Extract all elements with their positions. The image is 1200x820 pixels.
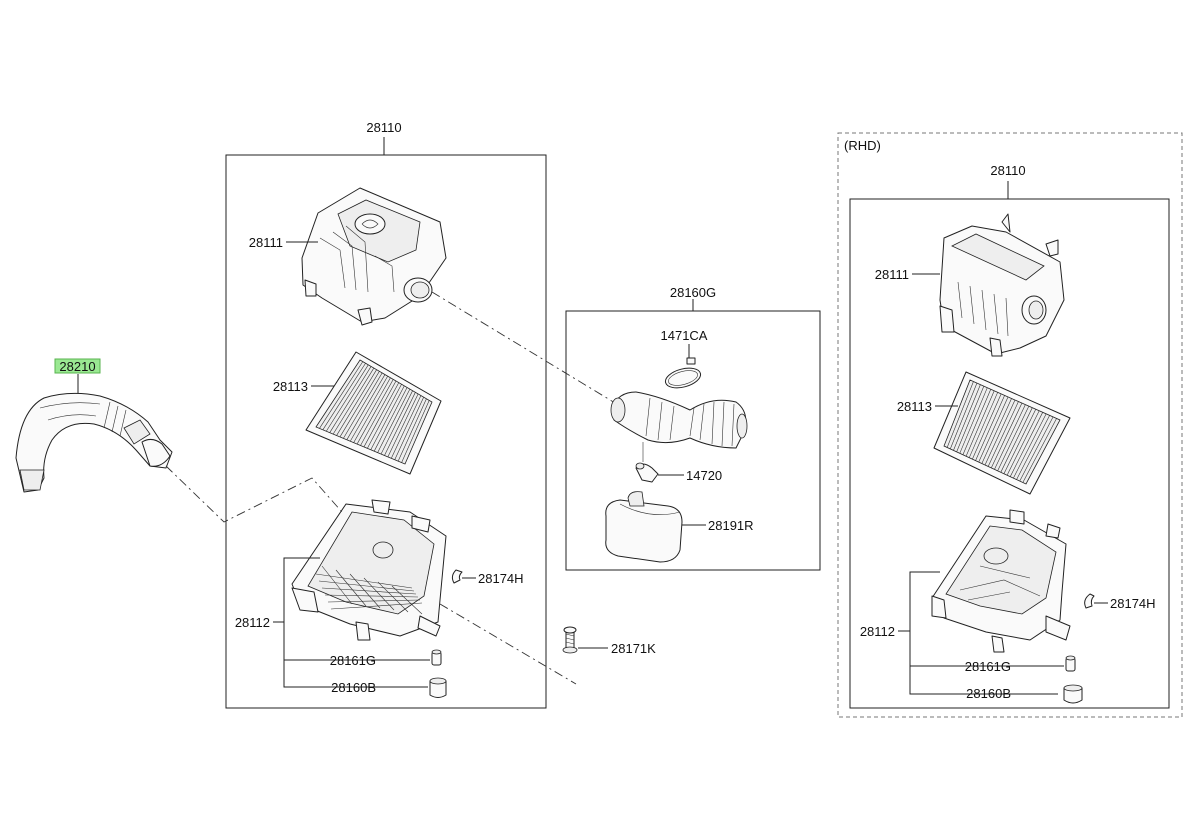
cover-label[interactable]: 28111 — [249, 235, 283, 250]
grommet-part — [431, 649, 442, 666]
rhd-variant-label: (RHD) — [844, 138, 881, 153]
duct-label-highlight — [54, 358, 101, 374]
bolt-label[interactable]: 28171K — [611, 641, 656, 656]
hose-group-label[interactable]: 28160G — [670, 285, 716, 300]
rhd-assembly-label[interactable]: 28110 — [990, 163, 1025, 178]
rhd-filter-label[interactable]: 28113 — [897, 399, 932, 414]
bolt-part — [562, 626, 578, 654]
rhd-insulator-label[interactable]: 28160B — [966, 686, 1011, 701]
connector-part — [635, 462, 659, 483]
hose-group-frame — [565, 310, 821, 571]
rhd-clip-label[interactable]: 28174H — [1110, 596, 1156, 611]
rhd-assembly-frame — [849, 198, 1170, 709]
body-to-bolt-leader — [439, 603, 577, 685]
clamp-label[interactable]: 1471CA — [661, 328, 708, 343]
rhd-outer-frame — [837, 132, 1183, 718]
duct-label[interactable]: 28210 — [59, 359, 95, 374]
insulator-part — [429, 677, 447, 698]
clip-label[interactable]: 28174H — [478, 571, 524, 586]
intake-hose — [610, 391, 748, 449]
grommet-label[interactable]: 28161G — [330, 653, 376, 668]
air-filter-element — [305, 351, 442, 475]
rhd-body-label[interactable]: 28112 — [860, 624, 895, 639]
rhd-cover-label[interactable]: 28111 — [875, 267, 909, 282]
rhd-air-cleaner-cover — [939, 213, 1065, 357]
rhd-air-filter-element — [933, 371, 1071, 495]
clip-part — [451, 569, 463, 584]
resonator-part — [605, 491, 683, 563]
rhd-grommet-label[interactable]: 28161G — [965, 659, 1011, 674]
hose-clamp — [664, 357, 702, 389]
air-cleaner-cover — [301, 187, 447, 326]
air-intake-duct — [15, 392, 173, 493]
left-assembly-frame — [225, 154, 547, 709]
left-assembly-label[interactable]: 28110 — [366, 120, 401, 135]
rhd-insulator-part — [1063, 684, 1083, 704]
cover-to-hose-leader — [431, 291, 621, 407]
insulator-label[interactable]: 28160B — [331, 680, 376, 695]
air-cleaner-body — [291, 499, 447, 641]
rhd-air-cleaner-body — [931, 509, 1071, 653]
body-label[interactable]: 28112 — [235, 615, 270, 630]
rhd-grommet-part — [1065, 655, 1076, 672]
duct-to-body-leader — [165, 465, 343, 523]
filter-label[interactable]: 28113 — [273, 379, 308, 394]
rhd-clip-part — [1084, 593, 1095, 609]
resonator-label[interactable]: 28191R — [708, 518, 754, 533]
connector-label[interactable]: 14720 — [686, 468, 722, 483]
